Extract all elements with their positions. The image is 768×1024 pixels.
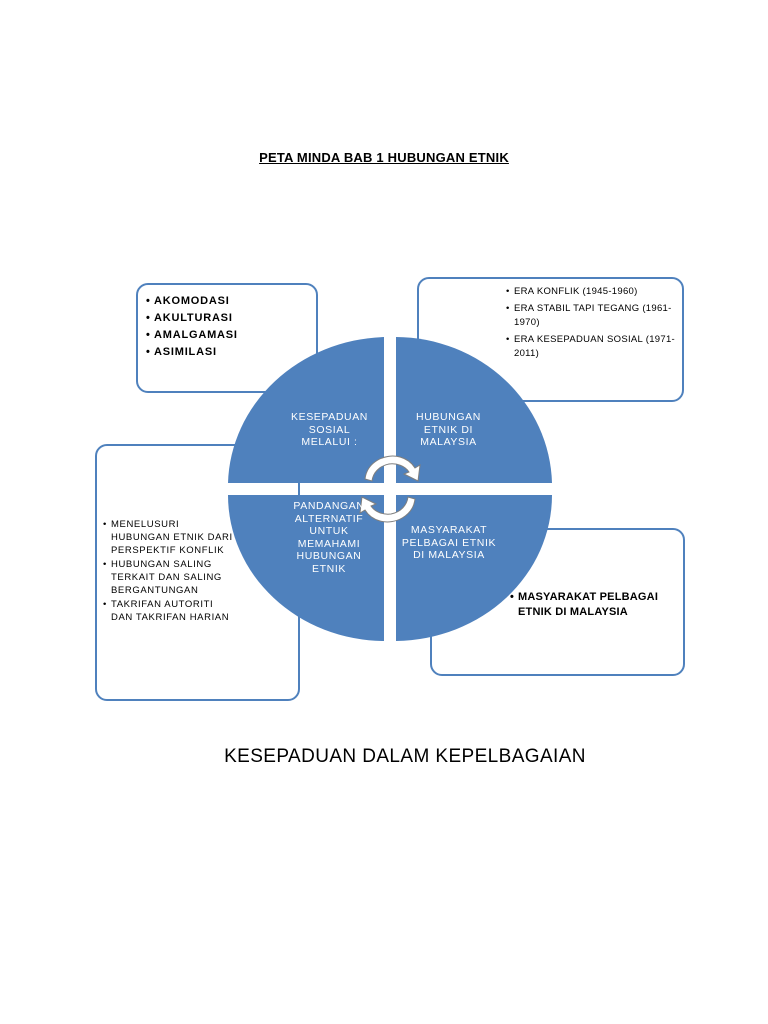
- segment-bottom-right: [396, 495, 552, 641]
- segment-top-left: [228, 337, 384, 483]
- circular-arrows-icon: [359, 455, 421, 523]
- quadrant-label-alternative-views: PANDANGAN ALTERNATIF UNTUK MEMAHAMI HUBU…: [293, 500, 365, 575]
- footer-caption: KESEPADUAN DALAM KEPELBAGAIAN: [224, 746, 586, 767]
- list-alternative-views: MENELUSURI HUBUNGAN ETNIK DARI PERSPEKTI…: [103, 518, 238, 625]
- quadrant-label-social-integration: KESEPADUAN SOSIAL MELALUI :: [291, 411, 368, 448]
- list-eras: ERA KONFLIK (1945-1960) ERA STABIL TAPI …: [506, 285, 676, 364]
- list-item: MENELUSURI HUBUNGAN ETNIK DARI PERSPEKTI…: [103, 518, 238, 557]
- list-item: AMALGAMASI: [146, 327, 238, 344]
- list-integration-processes: AKOMODASI AKULTURASI AMALGAMASI ASIMILAS…: [146, 293, 238, 361]
- center-circle-diagram: [228, 337, 552, 641]
- list-item: HUBUNGAN SALING TERKAIT DAN SALING BERGA…: [103, 558, 238, 597]
- list-plural-society: MASYARAKAT PELBAGAI ETNIK DI MALAYSIA: [510, 590, 680, 620]
- list-item: AKOMODASI: [146, 293, 238, 310]
- quadrant-label-plural-society: MASYARAKAT PELBAGAI ETNIK DI MALAYSIA: [401, 524, 497, 561]
- segment-bottom-left: [228, 495, 384, 641]
- page-title: PETA MINDA BAB 1 HUBUNGAN ETNIK: [259, 150, 509, 165]
- list-item: TAKRIFAN AUTORITI DAN TAKRIFAN HARIAN: [103, 598, 238, 624]
- segment-top-right: [396, 337, 552, 483]
- quadrant-label-ethnic-relations: HUBUNGAN ETNIK DI MALAYSIA: [416, 411, 481, 448]
- list-item: ERA STABIL TAPI TEGANG (1961-1970): [506, 302, 676, 331]
- box-social-integration: AKOMODASI AKULTURASI AMALGAMASI ASIMILAS…: [136, 283, 318, 393]
- list-item: MASYARAKAT PELBAGAI ETNIK DI MALAYSIA: [510, 590, 680, 620]
- list-item: ASIMILASI: [146, 344, 238, 361]
- list-item: AKULTURASI: [146, 310, 238, 327]
- list-item: ERA KESEPADUAN SOSIAL (1971-2011): [506, 333, 676, 362]
- list-item: ERA KONFLIK (1945-1960): [506, 285, 676, 300]
